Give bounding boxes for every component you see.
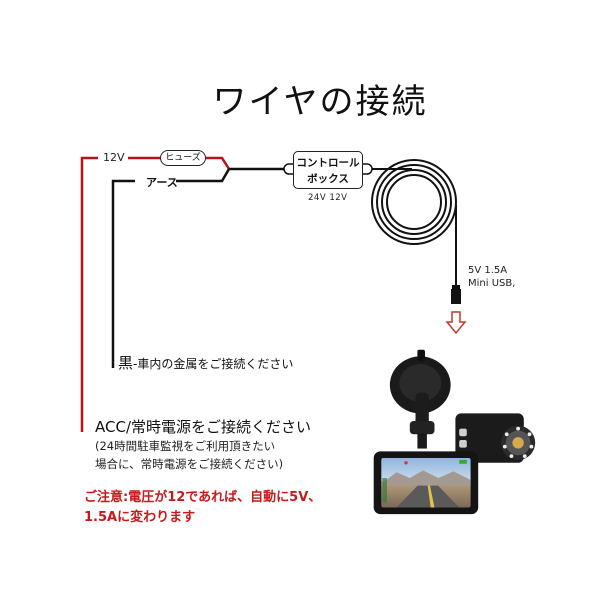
page-title: ワイヤの接続	[212, 82, 428, 122]
control-box: コントロール ボックス	[293, 151, 363, 189]
acc-subnote: (24時間駐車監視をご利用頂きたい 場合に、常時電源をご接続ください)	[95, 437, 283, 473]
positive-wire	[80, 156, 98, 432]
ground-note-text: -車内の金属をご接続ください	[133, 357, 294, 371]
down-arrow-icon	[445, 311, 467, 335]
warning-line2: 1.5Aに変わります	[84, 510, 196, 525]
output-spec: 5V 1.5A Mini USB,	[468, 264, 515, 290]
ground-label: アース	[146, 176, 178, 189]
control-box-line1: コントロール	[296, 157, 360, 169]
ground-wire	[111, 179, 135, 368]
positive-wire-to-junction	[206, 156, 231, 170]
usb-plug	[451, 289, 461, 304]
usb-plug-neck	[452, 285, 460, 289]
control-box-voltage: 24V 12V	[308, 193, 348, 203]
fuse: ヒューズ	[160, 150, 206, 166]
ground-note: 黒-車内の金属をご接続ください	[118, 352, 293, 373]
ground-note-prefix: 黒	[118, 354, 134, 372]
coiled-cable	[371, 159, 457, 245]
ground-wire-to-junction	[176, 168, 231, 183]
warning-line1: ご注意:電圧が12であれば、自動に5V、	[84, 490, 322, 505]
acc-note: ACC/常時電源をご接続ください	[95, 418, 311, 436]
box-input-connector	[283, 163, 293, 175]
warning-note: ご注意:電圧が12であれば、自動に5V、 1.5Aに変わります	[84, 488, 321, 528]
dash-camera-image	[373, 349, 536, 515]
output-spec-connector: Mini USB,	[468, 278, 516, 289]
control-box-line2: ボックス	[307, 173, 349, 185]
acc-subnote-line1: (24時間駐車監視をご利用頂きたい	[95, 439, 276, 453]
acc-subnote-line2: 場合に、常時電源をご接続ください)	[95, 457, 284, 471]
output-spec-power: 5V 1.5A	[468, 265, 508, 276]
positive-voltage-label: 12V	[103, 151, 125, 164]
box-output-connector	[363, 163, 373, 175]
